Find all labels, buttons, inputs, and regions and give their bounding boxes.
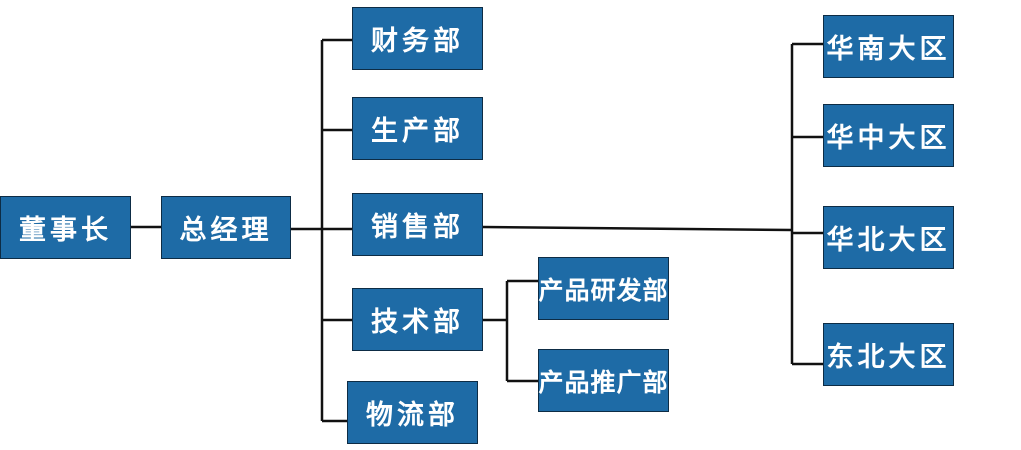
node-sales: 销售部 bbox=[352, 193, 483, 256]
node-central-china: 华中大区 bbox=[823, 104, 954, 167]
node-production: 生产部 bbox=[352, 97, 483, 160]
node-chairman: 董事长 bbox=[0, 196, 131, 259]
node-northeast: 东北大区 bbox=[823, 323, 954, 386]
node-south-china: 华南大区 bbox=[823, 15, 954, 78]
node-product-rd: 产品研发部 bbox=[538, 257, 669, 320]
node-technology: 技术部 bbox=[352, 288, 483, 351]
connector-sales-regions bbox=[482, 225, 793, 232]
node-finance: 财务部 bbox=[352, 7, 483, 70]
node-product-promotion: 产品推广部 bbox=[538, 349, 669, 412]
node-logistics: 物流部 bbox=[347, 381, 478, 444]
node-north-china: 华北大区 bbox=[823, 206, 954, 269]
node-general-manager: 总经理 bbox=[161, 196, 291, 259]
